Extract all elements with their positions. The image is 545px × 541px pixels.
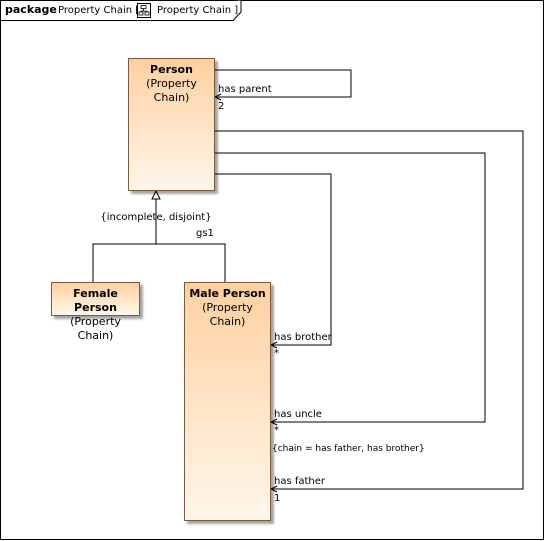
frame-title-tab <box>0 0 242 21</box>
has-uncle-arrowhead <box>269 418 278 426</box>
has-parent-arrowhead <box>213 93 222 101</box>
frame-keyword: package <box>5 3 57 16</box>
has-father-arrowhead <box>269 485 278 493</box>
has-brother-association-line <box>215 173 332 346</box>
class-person-stereotype: (Property Chain) <box>146 77 197 104</box>
has-uncle-label: has uncle <box>274 409 322 420</box>
class-female-person-name: Female Person <box>73 287 118 314</box>
generalization-triangle <box>151 189 161 200</box>
chain-constraint: {chain = has father, has brother} <box>272 444 425 454</box>
class-male-person-name: Male Person <box>189 287 266 300</box>
has-parent-label: has parent <box>218 84 272 95</box>
frame-diagram-name: Property Chain ] <box>157 5 238 16</box>
class-male-person[interactable]: Male Person (Property Chain) <box>184 282 271 521</box>
generalization-tree-line <box>92 199 226 284</box>
class-diagram-icon <box>137 3 151 18</box>
has-brother-multiplicity: * <box>274 348 279 359</box>
generalization-set-name: gs1 <box>196 228 214 239</box>
class-female-person-stereotype: (Property Chain) <box>70 315 121 342</box>
has-father-multiplicity: 1 <box>274 493 280 504</box>
class-female-person[interactable]: Female Person (Property Chain) <box>51 282 140 342</box>
class-male-person-stereotype: (Property Chain) <box>202 301 253 328</box>
has-brother-label: has brother <box>274 332 333 343</box>
has-father-association-line <box>215 130 524 490</box>
has-uncle-association-line <box>215 152 486 423</box>
has-parent-multiplicity: 2 <box>218 101 224 112</box>
has-uncle-multiplicity: * <box>274 425 279 436</box>
class-person[interactable]: Person (Property Chain) <box>128 58 215 191</box>
class-person-name: Person <box>150 63 193 76</box>
frame-name: Property Chain [ <box>58 5 139 16</box>
generalization-constraint: {incomplete, disjoint} <box>100 212 211 223</box>
has-parent-association-line <box>215 69 352 98</box>
has-brother-arrowhead <box>269 341 278 349</box>
has-father-label: has father <box>274 476 326 487</box>
